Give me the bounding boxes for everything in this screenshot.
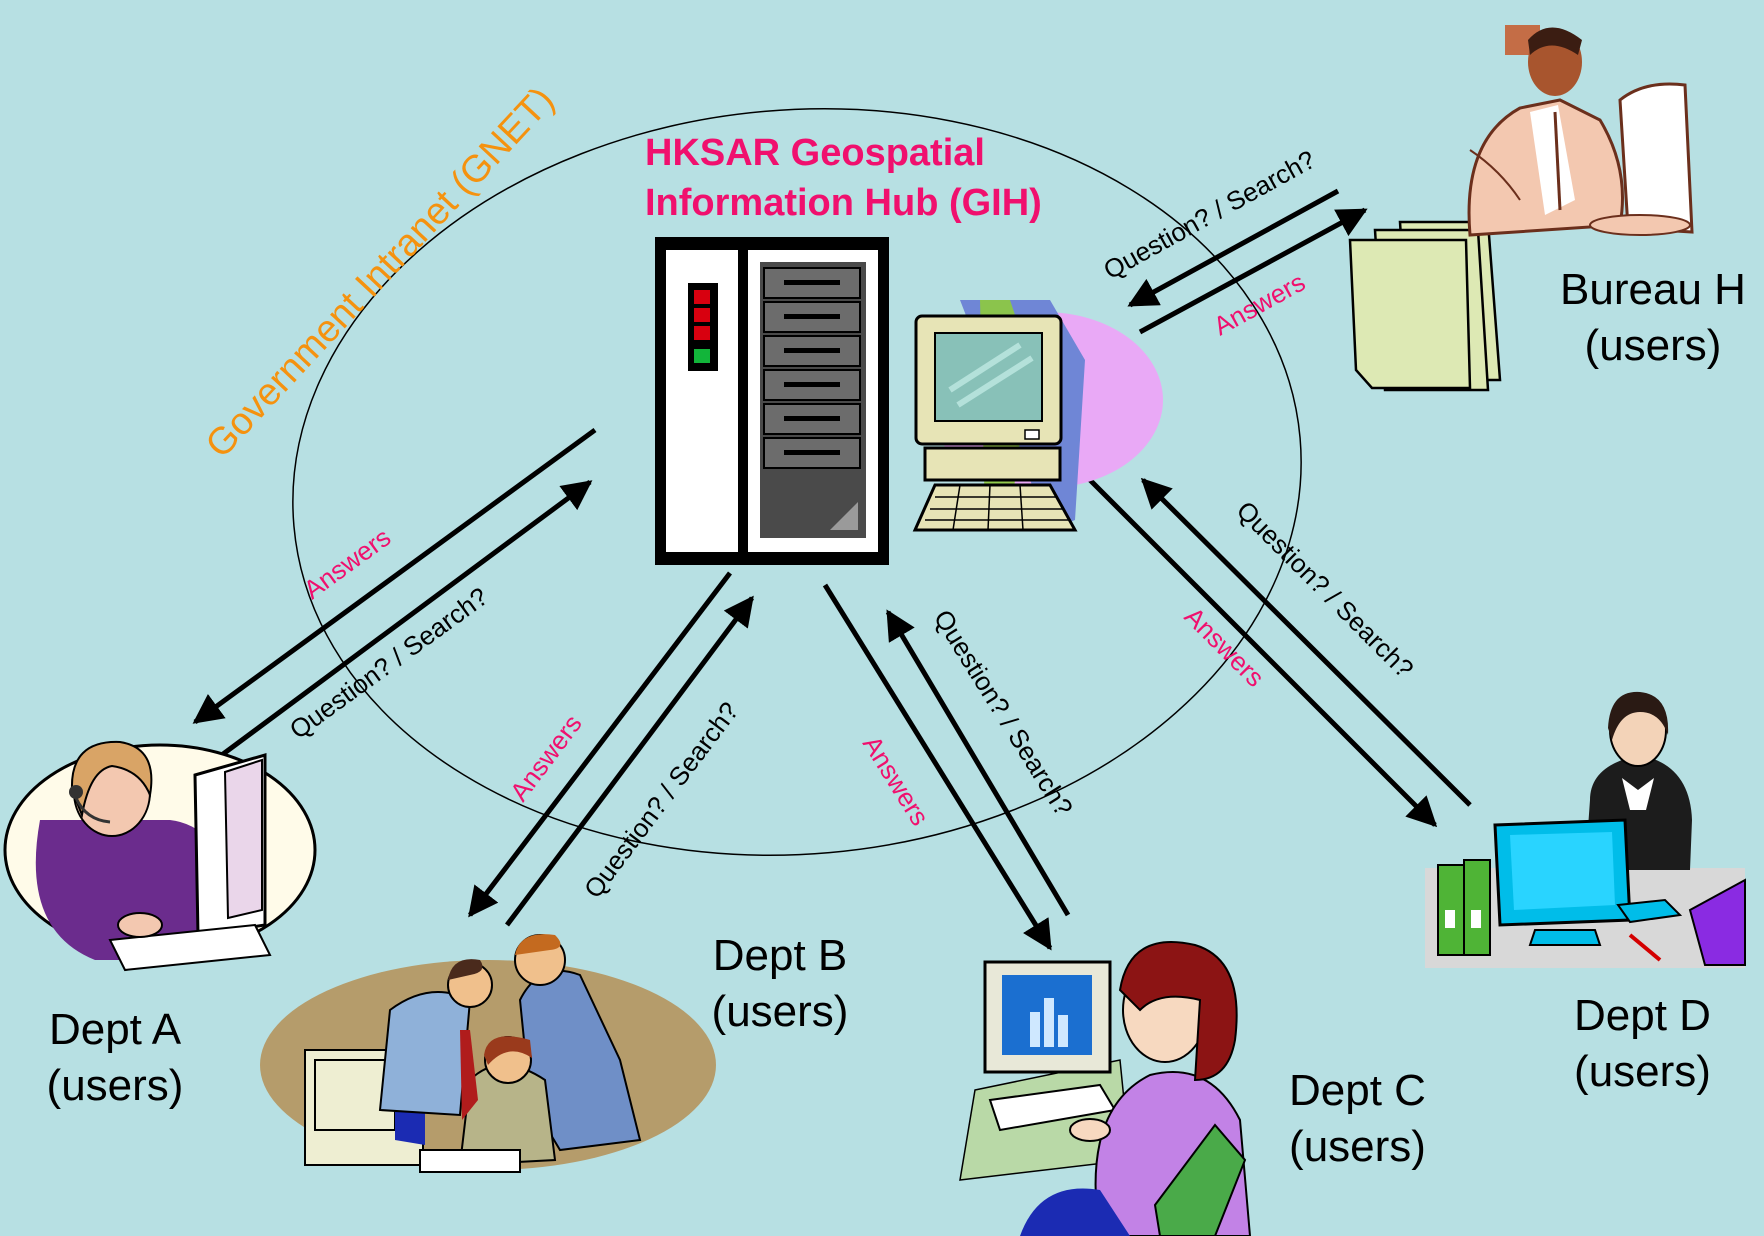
dept-c-name: Dept C [1289, 1066, 1426, 1115]
dept-b-label: Dept B (users) [700, 928, 860, 1040]
dept-a-label: Dept A (users) [30, 1002, 200, 1114]
gnet-label: Government Intranet (GNET) [198, 79, 563, 466]
dept-d-name: Dept D [1574, 991, 1711, 1040]
answer-arrow-dept-a [192, 427, 597, 725]
answer-arrow-dept-d [1088, 478, 1438, 828]
businessman-icon [1467, 25, 1694, 237]
answer-arrow-dept-c [822, 583, 1053, 951]
call-center-agent-icon [3, 740, 317, 972]
gnet-network-ellipse [292, 108, 1302, 856]
woman-at-computer-icon [959, 941, 1252, 1236]
server-icon [655, 237, 889, 565]
dept-b-name: Dept B [712, 931, 848, 980]
question-label-dept-a: Question? / Search? [284, 581, 493, 745]
question-label-dept-d: Question? / Search? [1231, 495, 1420, 684]
dept-b-users: (users) [711, 987, 849, 1036]
dept-d-users: (users) [1574, 1047, 1711, 1096]
hub-title: HKSAR Geospatial Information Hub (GIH) [645, 128, 1042, 228]
hub-title-line2: Information Hub (GIH) [645, 182, 1042, 224]
answer-arrow-dept-b [468, 571, 732, 918]
hub-title-line1: HKSAR Geospatial [645, 132, 985, 174]
answers-label-bureau-h: Answers [1208, 267, 1310, 342]
question-arrow-bureau-h [1127, 188, 1340, 308]
desktop-computer-icon [912, 300, 1163, 532]
dept-a-users: (users) [46, 1061, 184, 1110]
question-arrow-dept-a [213, 479, 593, 763]
office-worker-icon [1425, 691, 1746, 968]
question-arrow-dept-c [885, 609, 1071, 917]
dept-c-label: Dept C (users) [1275, 1063, 1440, 1175]
answers-label-dept-a: Answers [298, 522, 396, 605]
dept-a-name: Dept A [48, 1005, 182, 1054]
bureau-h-users: (users) [1584, 321, 1722, 370]
dept-c-users: (users) [1289, 1122, 1426, 1171]
question-arrow-dept-d [1140, 477, 1472, 807]
answer-arrow-bureau-h [1138, 207, 1368, 335]
answers-label-dept-b: Answers [504, 709, 588, 807]
bureau-h-name: Bureau H [1560, 265, 1746, 314]
question-arrow-dept-b [504, 595, 755, 927]
dept-d-label: Dept D (users) [1560, 988, 1725, 1100]
team-meeting-icon [260, 934, 716, 1173]
flow-arrows [192, 188, 1472, 951]
bureau-h-label: Bureau H (users) [1548, 262, 1758, 374]
documents-icon [1348, 220, 1502, 392]
